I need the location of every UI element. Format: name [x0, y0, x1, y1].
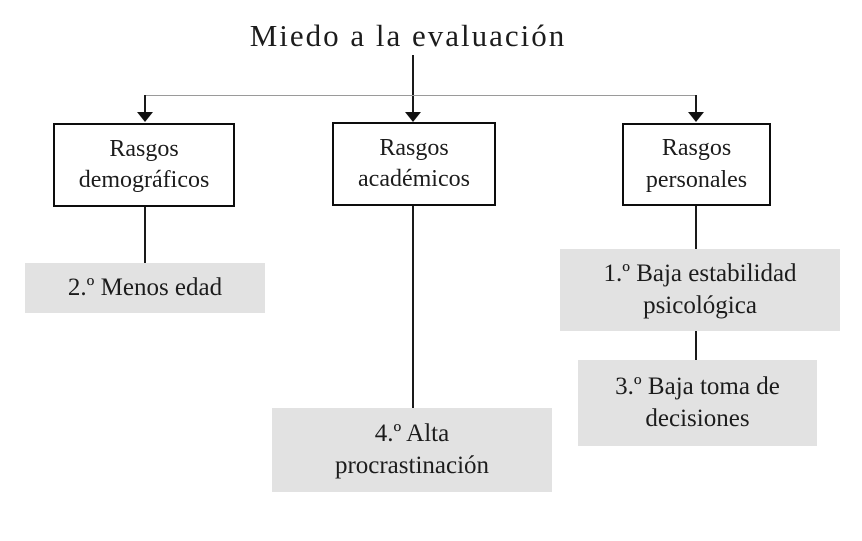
- result-label: 2.º Menos edad: [67, 273, 223, 301]
- connector-personales-result-2: [695, 331, 697, 360]
- category-label: Rasgos personales: [645, 135, 748, 193]
- down-arrowhead-icon: [137, 112, 153, 122]
- result-box-baja-estabilidad-psicologica: 1.º Baja estabilidad psicológica: [560, 249, 840, 331]
- down-arrowhead-icon: [688, 112, 704, 122]
- connector-right-stub: [695, 95, 697, 114]
- category-label: Rasgos académicos: [358, 134, 470, 192]
- result-label: 4.º Alta procrastinación: [334, 419, 490, 480]
- result-box-alta-procrastinacion: 4.º Alta procrastinación: [272, 408, 552, 492]
- category-box-rasgos-academicos: Rasgos académicos: [332, 122, 496, 206]
- root-title: Miedo a la evaluación: [249, 18, 567, 53]
- result-label: 3.º Baja toma de decisiones: [615, 372, 780, 433]
- result-label: 1.º Baja estabilidad psicológica: [603, 259, 797, 320]
- category-box-rasgos-personales: Rasgos personales: [622, 123, 771, 206]
- connector-personales-result: [695, 206, 697, 250]
- category-label: Rasgos demográficos: [78, 135, 210, 193]
- result-box-menos-edad: 2.º Menos edad: [25, 263, 265, 313]
- connector-demograficos-result: [144, 207, 146, 263]
- result-box-baja-toma-de-decisiones: 3.º Baja toma de decisiones: [578, 360, 817, 446]
- connector-crossbar: [144, 95, 697, 96]
- category-box-rasgos-demograficos: Rasgos demográficos: [53, 123, 235, 207]
- connector-academicos-result: [412, 206, 414, 408]
- connector-left-stub: [144, 95, 146, 114]
- connector-root-vertical: [412, 55, 414, 114]
- down-arrowhead-icon: [405, 112, 421, 122]
